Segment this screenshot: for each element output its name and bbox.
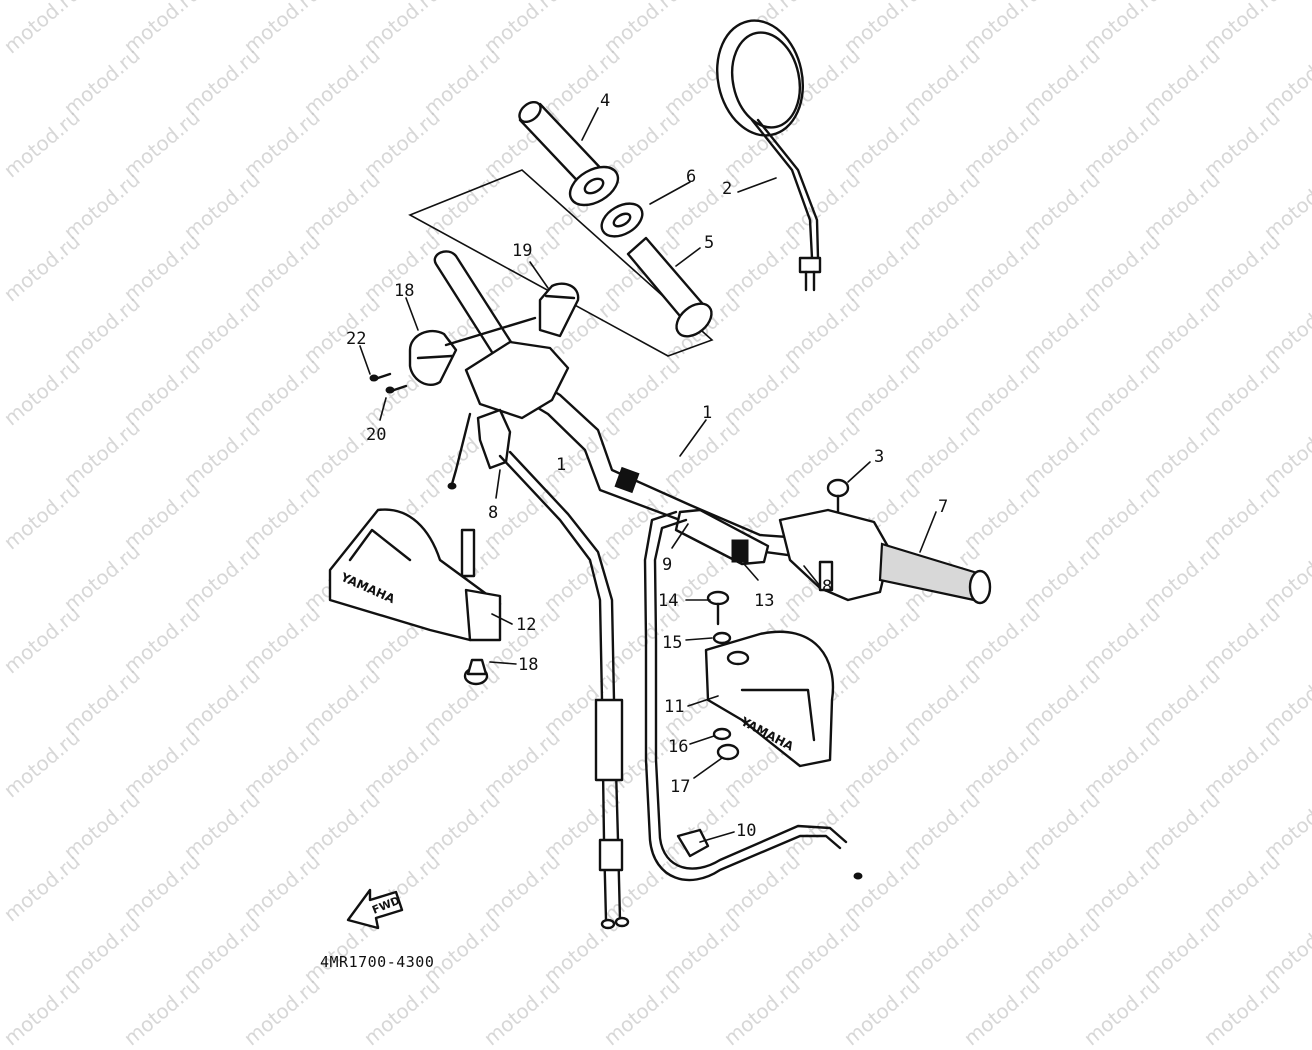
callout-9: 9	[662, 555, 672, 575]
clutch-lever-cables	[447, 408, 630, 930]
right-lever-assembly	[674, 478, 992, 605]
watermark-text: motod.ru	[718, 973, 805, 1050]
callout-12: 12	[516, 615, 536, 635]
callout-13: 13	[754, 591, 774, 611]
watermark-text: motod.ru	[958, 973, 1045, 1050]
watermark-text: motod.ru	[598, 973, 685, 1050]
callout-6: 6	[686, 167, 696, 187]
watermark-text: motod.ru	[1078, 973, 1165, 1050]
callout-15: 15	[662, 633, 682, 653]
watermark-text: motod.ru	[358, 973, 445, 1050]
callout-21: 20	[366, 425, 386, 445]
callout-19: 18	[394, 281, 414, 301]
throttle-grip-parts	[518, 100, 713, 338]
callout-20: 19	[512, 241, 532, 261]
watermark-text: motod.ru	[478, 973, 565, 1050]
mirror	[715, 19, 822, 292]
grip-assembly-frame	[408, 169, 714, 357]
callout-1b: 1	[556, 455, 566, 475]
callout-22: 22	[346, 329, 366, 349]
handlebar	[486, 356, 832, 562]
callouts: 4 6 2 5 19 18 22 20 1 1 3 7 8 8 9 13 14 …	[346, 91, 948, 843]
callout-8-left: 8	[488, 503, 498, 523]
callout-1: 1	[702, 403, 712, 423]
callout-11: 11	[664, 697, 684, 717]
callout-16: 16	[668, 737, 688, 757]
callout-8-right: 8	[822, 577, 832, 597]
forward-arrow: FWD	[346, 888, 404, 930]
watermark-text: motod.ru	[838, 973, 925, 1050]
callout-4: 4	[600, 91, 610, 111]
callout-7: 7	[938, 497, 948, 517]
part-code-label: 4MR1700-4300	[320, 953, 435, 971]
watermark-text: motod.ru	[238, 973, 325, 1050]
callout-18: 18	[518, 655, 538, 675]
watermark-text: motod.ru	[118, 973, 205, 1050]
callout-2: 2	[722, 179, 732, 199]
callout-14: 14	[658, 591, 678, 611]
watermark-text: motod.ru	[0, 973, 85, 1050]
handlebar-exploded-diagram: YAMAHA YAMAHA FWD 4 6 2 5 19 18 22 20 1 …	[328, 19, 992, 930]
callout-3: 3	[874, 447, 884, 467]
callout-10: 10	[736, 821, 756, 841]
callout-5: 5	[704, 233, 714, 253]
watermark-text: motod.ru	[1198, 973, 1285, 1050]
hot-start-cable	[643, 510, 863, 882]
left-hand-guard: YAMAHA	[328, 508, 502, 686]
mount-hardware	[706, 590, 740, 761]
left-switch-assembly	[369, 282, 580, 420]
callout-17: 17	[670, 777, 690, 797]
